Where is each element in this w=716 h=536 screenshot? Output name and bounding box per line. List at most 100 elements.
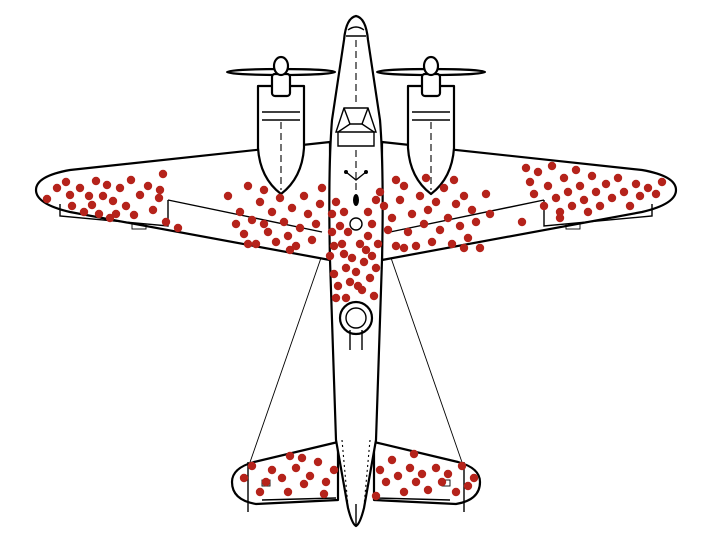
bullet-hole-marker: [325, 251, 335, 261]
bullet-hole-marker: [337, 239, 347, 249]
main-wing: [34, 140, 678, 262]
bullet-hole-marker: [155, 185, 165, 195]
bullet-hole-marker: [625, 201, 635, 211]
bullet-hole-marker: [635, 191, 645, 201]
bullet-hole-marker: [447, 239, 457, 249]
bullet-hole-marker: [341, 293, 351, 303]
bullet-hole-marker: [563, 187, 573, 197]
bullet-hole-marker: [521, 163, 531, 173]
bullet-hole-marker: [126, 175, 136, 185]
bullet-hole-marker: [387, 213, 397, 223]
bullet-hole-marker: [295, 223, 305, 233]
bullet-hole-marker: [343, 227, 353, 237]
bullet-hole-marker: [415, 191, 425, 201]
bullet-hole-marker: [375, 465, 385, 475]
bullet-hole-marker: [517, 217, 527, 227]
bullet-hole-marker: [313, 457, 323, 467]
bullet-hole-marker: [154, 193, 164, 203]
bullet-hole-marker: [525, 177, 535, 187]
bullet-hole-marker: [411, 241, 421, 251]
bullet-hole-marker: [391, 241, 401, 251]
bullet-hole-marker: [243, 181, 253, 191]
bullet-hole-marker: [297, 453, 307, 463]
bullet-hole-marker: [291, 463, 301, 473]
bullet-hole-marker: [431, 197, 441, 207]
bullet-hole-marker: [283, 231, 293, 241]
bullet-hole-marker: [547, 161, 557, 171]
bullet-hole-marker: [317, 183, 327, 193]
bullet-hole-marker: [567, 201, 577, 211]
bullet-hole-marker: [367, 219, 377, 229]
bullet-hole-marker: [291, 241, 301, 251]
bullet-hole-marker: [399, 181, 409, 191]
bullet-hole-marker: [247, 461, 257, 471]
bullet-hole-markers: [42, 161, 667, 501]
bullet-hole-marker: [601, 179, 611, 189]
bullet-hole-marker: [105, 213, 115, 223]
bullet-hole-marker: [111, 209, 121, 219]
bullet-hole-marker: [657, 177, 667, 187]
bullet-hole-marker: [399, 487, 409, 497]
bullet-hole-marker: [459, 243, 469, 253]
bullet-hole-marker: [239, 473, 249, 483]
bullet-hole-marker: [299, 479, 309, 489]
bullet-hole-marker: [231, 219, 241, 229]
bullet-hole-marker: [267, 207, 277, 217]
bullet-hole-marker: [651, 189, 661, 199]
bullet-hole-marker: [108, 196, 118, 206]
bullet-hole-marker: [463, 233, 473, 243]
bullet-hole-marker: [363, 231, 373, 241]
bullet-hole-marker: [423, 485, 433, 495]
bullet-hole-marker: [437, 477, 447, 487]
bullet-hole-marker: [421, 173, 431, 183]
bullet-hole-marker: [223, 191, 233, 201]
bullet-hole-marker: [579, 195, 589, 205]
bullet-hole-marker: [591, 187, 601, 197]
bullet-hole-marker: [587, 171, 597, 181]
bullet-hole-marker: [361, 245, 371, 255]
bullet-hole-marker: [367, 251, 377, 261]
bullet-hole-marker: [271, 237, 281, 247]
bullet-hole-marker: [277, 473, 287, 483]
bullet-hole-marker: [121, 201, 131, 211]
bullet-hole-marker: [533, 167, 543, 177]
bullet-hole-marker: [443, 469, 453, 479]
bullet-hole-marker: [335, 221, 345, 231]
bullet-hole-marker: [469, 473, 479, 483]
bullet-hole-marker: [371, 263, 381, 273]
bullet-hole-marker: [583, 207, 593, 217]
bullet-hole-marker: [115, 183, 125, 193]
right-engine: [375, 55, 487, 196]
bullet-hole-marker: [471, 217, 481, 227]
bullet-hole-marker: [329, 465, 339, 475]
bullet-hole-marker: [449, 175, 459, 185]
bullet-hole-marker: [279, 217, 289, 227]
bullet-hole-marker: [435, 225, 445, 235]
bullet-hole-marker: [595, 201, 605, 211]
bullet-hole-marker: [345, 277, 355, 287]
bullet-hole-marker: [311, 219, 321, 229]
bullet-hole-marker: [347, 253, 357, 263]
bullet-hole-marker: [371, 195, 381, 205]
bullet-hole-marker: [467, 205, 477, 215]
bullet-hole-marker: [251, 239, 261, 249]
bullet-hole-marker: [161, 217, 171, 227]
bullet-hole-marker: [423, 205, 433, 215]
bullet-hole-marker: [451, 199, 461, 209]
bullet-hole-marker: [475, 243, 485, 253]
bullet-hole-marker: [102, 180, 112, 190]
bullet-hole-marker: [631, 179, 641, 189]
bullet-hole-marker: [263, 227, 273, 237]
bullet-hole-marker: [148, 205, 158, 215]
bullet-hole-marker: [375, 187, 385, 197]
bullet-hole-marker: [443, 213, 453, 223]
bullet-hole-marker: [331, 197, 341, 207]
bullet-hole-marker: [42, 194, 52, 204]
bullet-hole-marker: [247, 215, 257, 225]
bullet-hole-marker: [451, 487, 461, 497]
bullet-hole-marker: [65, 190, 75, 200]
bullet-hole-marker: [75, 183, 85, 193]
bullet-hole-marker: [419, 219, 429, 229]
bullet-hole-marker: [143, 181, 153, 191]
